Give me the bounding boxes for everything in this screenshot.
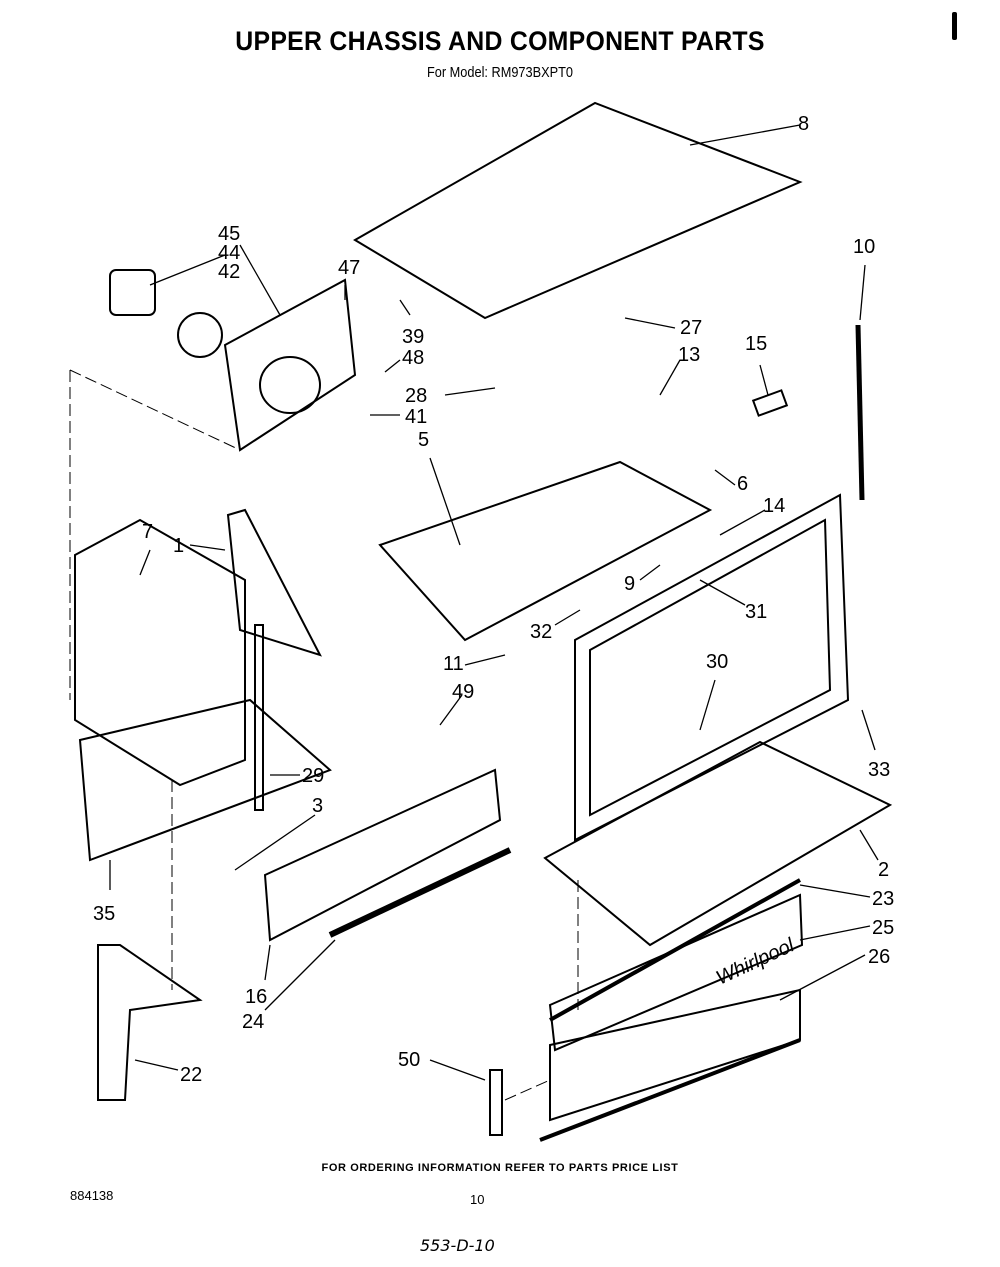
part-35-lower-panel <box>78 698 332 862</box>
page-title: UPPER CHASSIS AND COMPONENT PARTS <box>235 26 765 56</box>
callout: 27 <box>680 317 702 339</box>
callout: 1 <box>173 535 184 557</box>
part-41-fan-ring <box>259 356 321 414</box>
part-22-corner-bracket <box>97 944 203 1101</box>
callout-labels: 8 10 45 44 42 47 39 48 27 13 15 28 41 5 … <box>93 113 894 1086</box>
callout: 49 <box>452 681 474 703</box>
part-7-side-panel <box>74 518 246 787</box>
callout: 45 <box>218 223 240 245</box>
part-8-top-panel <box>353 101 803 320</box>
callout: 23 <box>872 888 894 910</box>
callout: 35 <box>93 903 115 925</box>
part-15-bracket <box>751 389 789 417</box>
page-number: 10 <box>470 1192 485 1207</box>
callout: 8 <box>798 113 809 135</box>
callout: 42 <box>218 261 240 283</box>
whirlpool-logo: Whirlpool <box>713 934 798 989</box>
callout: 47 <box>338 257 360 279</box>
part-30-door-frame <box>574 493 850 842</box>
part-10-strip <box>855 324 865 501</box>
callout: 22 <box>180 1064 202 1086</box>
part-29-strip <box>254 624 264 811</box>
callout: 11 <box>443 653 464 675</box>
callout: 16 <box>245 986 267 1008</box>
part-42-motor <box>109 269 156 316</box>
part-2-bottom-plate <box>543 740 893 947</box>
part-47-blower-housing <box>223 278 357 452</box>
part-5-frame <box>378 460 713 642</box>
callout: 28 <box>405 385 427 407</box>
callout: 26 <box>868 946 890 968</box>
alignment-lines <box>69 369 579 1101</box>
leader-lines <box>109 124 879 1081</box>
callout: 31 <box>745 601 767 623</box>
callout: 29 <box>302 765 324 787</box>
part-24-tube <box>328 847 512 938</box>
part-25-front-trim <box>548 893 804 1052</box>
callout: 3 <box>312 795 323 817</box>
callout: 7 <box>142 521 153 543</box>
ordering-note: FOR ORDERING INFORMATION REFER TO PARTS … <box>321 1162 679 1174</box>
handwritten-reference: 553-D-10 <box>420 1236 495 1255</box>
part-23-rail <box>549 878 801 1022</box>
callout: 5 <box>418 429 429 451</box>
corner-mark <box>952 12 957 40</box>
callout: 32 <box>530 621 552 643</box>
document-number: 884138 <box>70 1188 114 1203</box>
callout: 10 <box>853 236 875 258</box>
callout: 2 <box>878 859 889 881</box>
callout: 25 <box>872 917 894 939</box>
callout: 24 <box>242 1011 264 1033</box>
callout: 9 <box>624 573 635 595</box>
model-subtitle: For Model: RM973BXPT0 <box>427 64 573 81</box>
callout: 41 <box>405 406 427 428</box>
callout: 15 <box>745 333 767 355</box>
callout: 30 <box>706 651 728 673</box>
callout: 44 <box>218 242 240 264</box>
callout: 39 <box>402 326 424 348</box>
callout: 33 <box>868 759 890 781</box>
part-30-door-inner <box>589 518 832 817</box>
part-50-strip <box>489 1069 503 1136</box>
part-1-vertical-panel <box>226 508 322 657</box>
part-24-light-panel <box>263 768 502 942</box>
callout: 6 <box>737 473 748 495</box>
callout: 14 <box>763 495 785 517</box>
part-44-fan-blade <box>177 312 223 358</box>
callout: 50 <box>398 1049 420 1071</box>
callout: 48 <box>402 347 424 369</box>
part-26-rail <box>539 1038 801 1142</box>
part-shapes <box>74 101 893 1142</box>
callout: 13 <box>678 344 700 366</box>
